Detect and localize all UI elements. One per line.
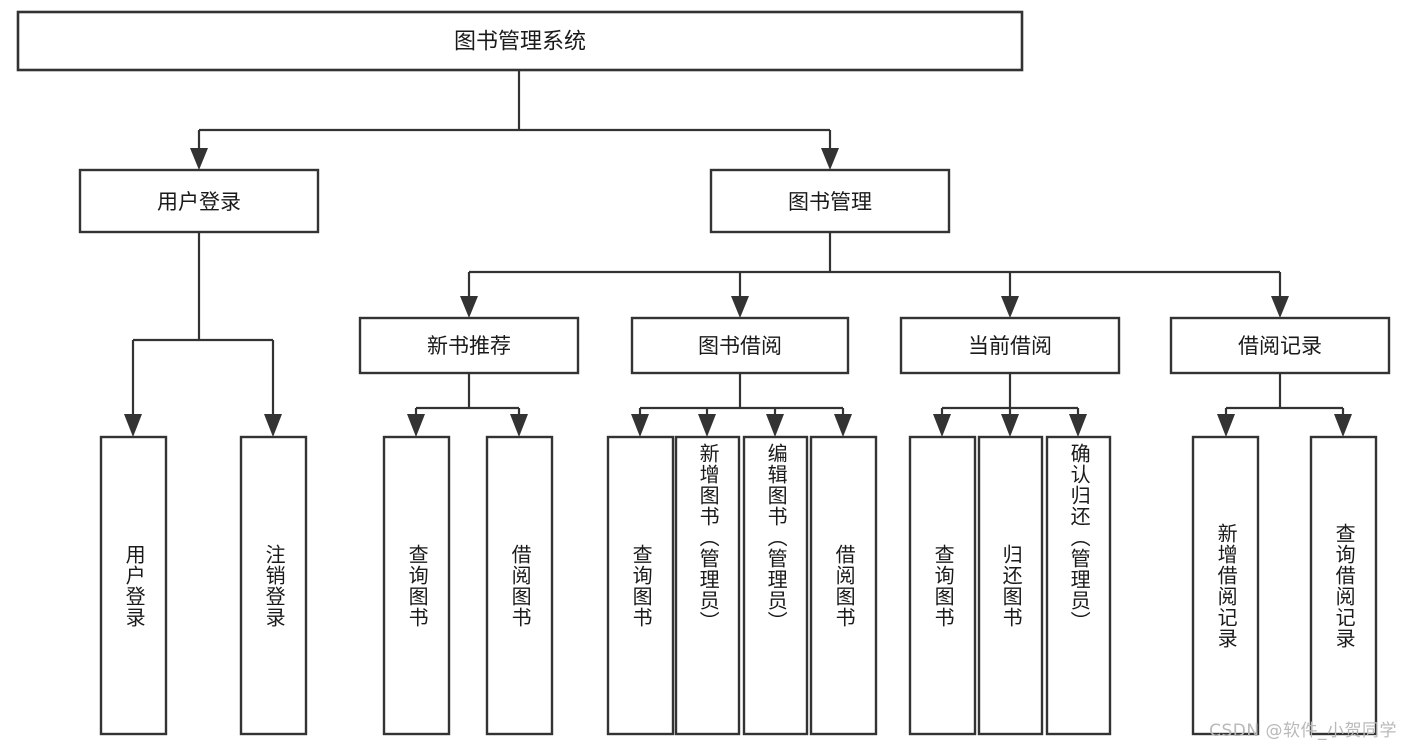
arrow-head-icon <box>731 296 749 318</box>
leaf-box-query-borrow-record[interactable] <box>1309 435 1378 736</box>
node-box <box>358 316 580 375</box>
arrow-head-icon <box>460 296 478 318</box>
node-label: 当前借阅 <box>968 334 1052 358</box>
arrow-head-icon <box>1271 296 1289 318</box>
leaf-box-user-login[interactable] <box>99 435 168 736</box>
leaf-box-query-book-2[interactable] <box>606 435 675 736</box>
arrow-head-icon <box>933 414 951 437</box>
leaf-box-add-book-admin[interactable] <box>674 435 741 736</box>
node-box <box>709 168 951 234</box>
node-box <box>630 316 850 375</box>
node-new-book-recommend[interactable]: 新书推荐 <box>358 316 580 375</box>
arrow-head-icon <box>698 414 716 437</box>
leaf-box-logout-login[interactable] <box>239 435 308 736</box>
node-root-book-management-system[interactable]: 图书管理系统 <box>16 10 1024 72</box>
connector-group-record-to-leaves <box>1217 373 1352 437</box>
leaf-box-confirm-return-admin[interactable] <box>1045 435 1112 736</box>
node-box <box>899 316 1121 375</box>
arrow-head-icon <box>407 414 425 437</box>
arrow-head-icon <box>264 414 282 437</box>
arrow-head-icon <box>190 148 208 170</box>
arrow-head-icon <box>834 414 852 437</box>
leaf-box-borrow-book-1[interactable] <box>485 435 554 736</box>
leaf-box-borrow-book-2[interactable] <box>809 435 878 736</box>
leaf-box-return-book[interactable] <box>977 435 1044 736</box>
arrow-head-icon <box>1069 414 1087 437</box>
arrow-head-icon <box>766 414 784 437</box>
node-current-borrow[interactable]: 当前借阅 <box>899 316 1121 375</box>
node-user-login[interactable]: 用户登录 <box>78 168 320 234</box>
connector-group-root-to-level2 <box>190 70 839 170</box>
csdn-watermark: CSDN @软件_小贺同学 <box>1209 721 1397 741</box>
connector-group-borrow-to-leaves <box>631 373 852 437</box>
leaf-box-query-book-3[interactable] <box>908 435 977 736</box>
arrow-head-icon <box>821 148 839 170</box>
arrow-head-icon <box>510 414 528 437</box>
connector-group-bookmgmt-to-level3 <box>460 232 1289 318</box>
node-box <box>78 168 320 234</box>
node-book-management[interactable]: 图书管理 <box>709 168 951 234</box>
leaf-box-edit-book-admin[interactable] <box>742 435 809 736</box>
arrow-head-icon <box>1001 296 1019 318</box>
node-label: 借阅记录 <box>1238 334 1322 358</box>
arrow-head-icon <box>124 414 142 437</box>
node-book-borrow[interactable]: 图书借阅 <box>630 316 850 375</box>
node-label: 图书管理 <box>788 190 872 214</box>
arrow-head-icon <box>1001 414 1019 437</box>
leaf-box-add-borrow-record[interactable] <box>1191 435 1260 736</box>
node-label: 新书推荐 <box>427 334 511 358</box>
connector-group-current-to-leaves <box>933 373 1087 437</box>
node-box <box>16 10 1024 72</box>
node-label: 用户登录 <box>157 190 241 214</box>
arrow-head-icon <box>1334 414 1352 437</box>
connector-group-userlogin-to-leaves <box>124 232 282 437</box>
node-label: 图书借阅 <box>698 334 782 358</box>
connector-group-newbook-to-leaves <box>407 373 528 437</box>
node-box <box>1169 316 1391 375</box>
node-borrow-record[interactable]: 借阅记录 <box>1169 316 1391 375</box>
node-label: 图书管理系统 <box>454 30 586 55</box>
leaf-box-query-book-1[interactable] <box>382 435 451 736</box>
arrow-head-icon <box>1217 414 1235 437</box>
arrow-head-icon <box>631 414 649 437</box>
